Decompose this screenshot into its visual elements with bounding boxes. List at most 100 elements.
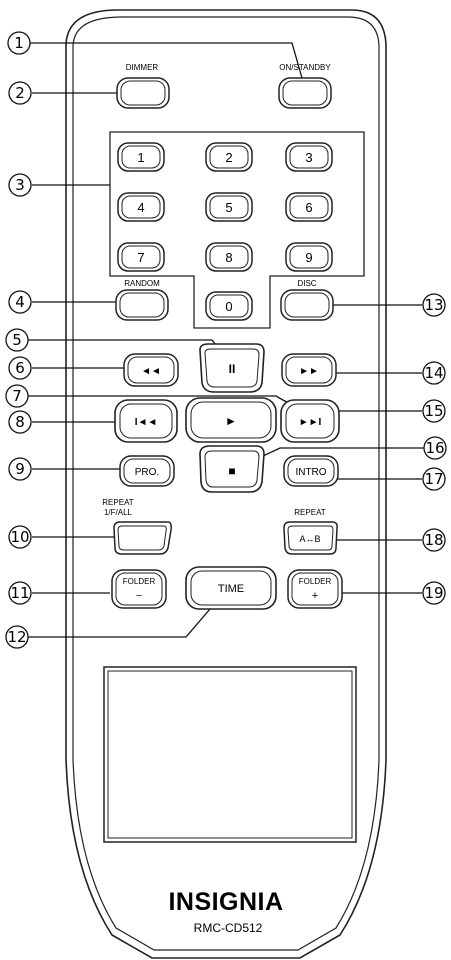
pause-icon: II (229, 362, 236, 376)
callout-7: 7 (5, 384, 29, 408)
callout-6-number: 6 (15, 359, 25, 377)
previous-button[interactable]: I◄◄ (114, 399, 178, 443)
pro-label: PRO. (135, 467, 159, 478)
repeat-1fall-label-top: REPEAT (102, 498, 134, 507)
display-panel (103, 666, 357, 843)
digit-label-0: 0 (225, 299, 232, 314)
folder-plus-label: FOLDER (299, 577, 332, 586)
disc-label: DISC (297, 279, 316, 288)
callout-4: 4 (8, 290, 32, 314)
next-icon: ►►I (299, 417, 322, 428)
callout-7-number: 7 (12, 387, 22, 405)
callout-19: 19 (422, 581, 446, 605)
next-button[interactable]: ►►I (280, 399, 340, 443)
callout-15-number: 15 (424, 402, 443, 420)
callout-8-number: 8 (15, 413, 25, 431)
number-pad-outline (109, 131, 365, 329)
model-number: RMC-CD512 (194, 921, 263, 935)
callout-3-number: 3 (15, 176, 25, 194)
digit-button-3[interactable]: 3 (285, 142, 333, 172)
callout-12-number: 12 (7, 628, 26, 646)
intro-label: INTRO (295, 467, 326, 478)
repeat-ab-text: A↔B (299, 534, 320, 544)
callout-13: 13 (422, 293, 446, 317)
digit-label-4: 4 (137, 200, 144, 215)
repeat-1fall-label-bottom: 1/F/ALL (104, 508, 133, 517)
callout-14: 14 (422, 361, 446, 385)
callout-18: 18 (422, 528, 446, 552)
digit-button-1[interactable]: 1 (117, 142, 165, 172)
callout-1: 1 (7, 31, 31, 55)
callout-1-number: 1 (14, 34, 24, 52)
digit-label-3: 3 (305, 150, 312, 165)
fast-forward-button[interactable]: ►► (281, 353, 337, 387)
disc-button[interactable] (280, 289, 334, 321)
rewind-icon: ◄◄ (141, 366, 161, 377)
digit-button-4[interactable]: 4 (117, 192, 165, 222)
callout-13-number: 13 (424, 296, 443, 314)
folder-minus-button[interactable]: FOLDER – (111, 569, 167, 609)
repeat-1fall-button[interactable] (113, 521, 172, 555)
callout-9: 9 (8, 457, 32, 481)
digit-button-2[interactable]: 2 (205, 142, 253, 172)
digit-label-1: 1 (137, 150, 144, 165)
callout-4-number: 4 (15, 293, 25, 311)
callout-8: 8 (8, 410, 32, 434)
brand-logo: INSIGNIA (168, 888, 283, 916)
callout-5-number: 5 (12, 331, 22, 349)
callout-19-number: 19 (424, 584, 443, 602)
pro-button[interactable]: PRO. (119, 455, 175, 487)
digit-button-5[interactable]: 5 (205, 192, 253, 222)
callout-17-number: 17 (424, 470, 443, 488)
digit-button-0[interactable]: 0 (205, 291, 253, 321)
play-button[interactable]: ► (185, 397, 277, 443)
callout-18-number: 18 (424, 531, 443, 549)
digit-label-5: 5 (225, 200, 232, 215)
play-icon: ► (225, 414, 237, 428)
callout-2: 2 (8, 81, 32, 105)
rewind-button[interactable]: ◄◄ (123, 353, 179, 387)
callout-10-number: 10 (10, 528, 29, 546)
folder-minus-label: FOLDER (123, 577, 156, 586)
time-label: TIME (218, 583, 244, 595)
callout-14-number: 14 (424, 364, 443, 382)
on-standby-label: ON/STANDBY (279, 63, 331, 72)
random-label: RANDOM (124, 279, 160, 288)
callout-12: 12 (5, 625, 29, 649)
digit-label-8: 8 (225, 250, 232, 265)
on-standby-button[interactable] (278, 77, 332, 109)
random-button[interactable] (115, 289, 169, 321)
remote-body-inner (72, 16, 380, 951)
folder-minus-sign: – (136, 590, 142, 601)
digit-button-8[interactable]: 8 (205, 242, 253, 272)
stop-icon: ■ (228, 464, 235, 478)
callout-16: 16 (423, 436, 447, 460)
digit-label-9: 9 (305, 250, 312, 265)
callout-10: 10 (8, 525, 32, 549)
digit-label-7: 7 (137, 250, 144, 265)
intro-button[interactable]: INTRO (283, 455, 339, 487)
stop-button[interactable]: ■ (199, 445, 265, 493)
digit-label-2: 2 (225, 150, 232, 165)
callout-16-number: 16 (425, 439, 444, 457)
fast-forward-icon: ►► (299, 366, 319, 377)
repeat-ab-button[interactable]: A↔B (283, 521, 338, 555)
folder-plus-button[interactable]: FOLDER + (287, 569, 343, 609)
callout-6: 6 (8, 356, 32, 380)
digit-button-7[interactable]: 7 (117, 242, 165, 272)
callout-17: 17 (422, 467, 446, 491)
time-button[interactable]: TIME (185, 566, 277, 610)
pause-button[interactable]: II (199, 343, 265, 393)
callout-3: 3 (8, 173, 32, 197)
repeat-ab-label-top: REPEAT (294, 508, 326, 517)
callout-11-number: 11 (10, 584, 29, 602)
digit-button-9[interactable]: 9 (285, 242, 333, 272)
callout-9-number: 9 (15, 460, 25, 478)
callout-2-number: 2 (15, 84, 25, 102)
digit-button-6[interactable]: 6 (285, 192, 333, 222)
previous-icon: I◄◄ (135, 417, 158, 428)
folder-plus-sign: + (312, 590, 318, 602)
dimmer-button[interactable] (116, 77, 170, 109)
digit-label-6: 6 (305, 200, 312, 215)
